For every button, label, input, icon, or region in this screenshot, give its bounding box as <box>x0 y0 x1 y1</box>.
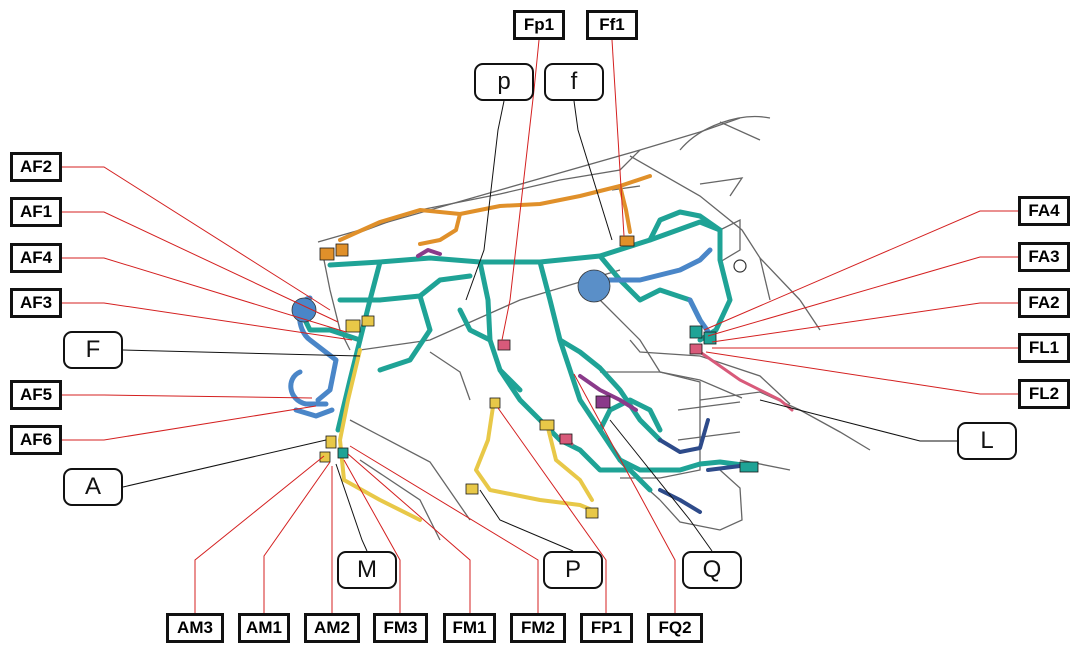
leader-fp1-top <box>501 39 540 341</box>
harness-purple <box>416 248 638 412</box>
connector-label-fa3: FA3 <box>1018 242 1070 272</box>
connector-label-am1: AM1 <box>238 613 290 643</box>
connector-label-af2: AF2 <box>10 152 62 182</box>
harness-label-q: Q <box>682 551 742 589</box>
grommet-left <box>291 297 317 323</box>
connector-label-fp1-bottom: FP1 <box>580 613 633 643</box>
leader-fp1-bottom <box>497 407 607 613</box>
connector-label-fm1: FM1 <box>443 613 496 643</box>
leader-af1 <box>62 211 339 323</box>
harness-label-m: M <box>337 551 397 589</box>
connector-blocks <box>319 235 759 519</box>
harness-label-a: A <box>63 468 123 506</box>
harness-label-f-upper: F <box>63 331 123 369</box>
connector-label-af6: AF6 <box>10 425 62 455</box>
connector-label-am2: AM2 <box>304 613 360 643</box>
harness-orange <box>338 174 652 246</box>
leader-p-lower <box>465 100 505 301</box>
leader-af4 <box>62 257 347 333</box>
connector-label-fl1: FL1 <box>1018 333 1070 363</box>
leader-ff1 <box>611 39 625 237</box>
connector-label-fl2: FL2 <box>1018 379 1070 409</box>
leader-fa3 <box>707 256 1018 337</box>
meter-module <box>577 269 611 303</box>
connector-label-af3: AF3 <box>10 288 62 318</box>
connector-label-fp1-top: Fp1 <box>513 10 565 40</box>
connector-label-ff1: Ff1 <box>586 10 638 40</box>
leader-f-upper <box>122 349 361 357</box>
connector-label-fm3: FM3 <box>373 613 428 643</box>
leader-fl2 <box>705 351 1018 395</box>
leader-af5 <box>62 394 313 399</box>
leader-fm3 <box>343 459 401 613</box>
connector-label-fq2: FQ2 <box>647 613 703 643</box>
leader-fm1 <box>347 453 471 613</box>
leader-l <box>759 399 957 442</box>
leader-lines <box>62 39 1018 613</box>
connector-label-af4: AF4 <box>10 243 62 273</box>
leader-af2 <box>62 166 331 311</box>
grommet-right <box>733 259 747 273</box>
leader-p-upper <box>479 489 574 552</box>
leader-af6 <box>62 405 317 441</box>
harness-main <box>297 209 753 493</box>
connector-label-am3: AM3 <box>166 613 224 643</box>
leader-q <box>609 419 713 552</box>
leader-fq2 <box>573 373 676 613</box>
harness-yellow <box>338 348 594 522</box>
leader-fa4 <box>703 210 1018 331</box>
leader-fa2 <box>711 302 1018 343</box>
connector-label-af5: AF5 <box>10 380 62 410</box>
connector-label-af1: AF1 <box>10 197 62 227</box>
connector-label-fm2: FM2 <box>510 613 566 643</box>
harness-label-l: L <box>957 422 1017 460</box>
connector-label-fa4: FA4 <box>1018 196 1070 226</box>
leader-af3 <box>62 302 353 341</box>
harness-blue <box>288 247 717 419</box>
leader-am1 <box>263 461 331 613</box>
leader-m <box>335 463 368 552</box>
leader-a <box>122 439 327 488</box>
harness-label-f-lower: f <box>544 63 604 101</box>
harness-label-p-upper: P <box>543 551 603 589</box>
leader-am3 <box>194 455 325 613</box>
connector-label-fa2: FA2 <box>1018 288 1070 318</box>
harness-label-p-lower: p <box>474 63 534 101</box>
leader-f-lower <box>573 100 613 241</box>
leader-fm2 <box>349 445 539 613</box>
